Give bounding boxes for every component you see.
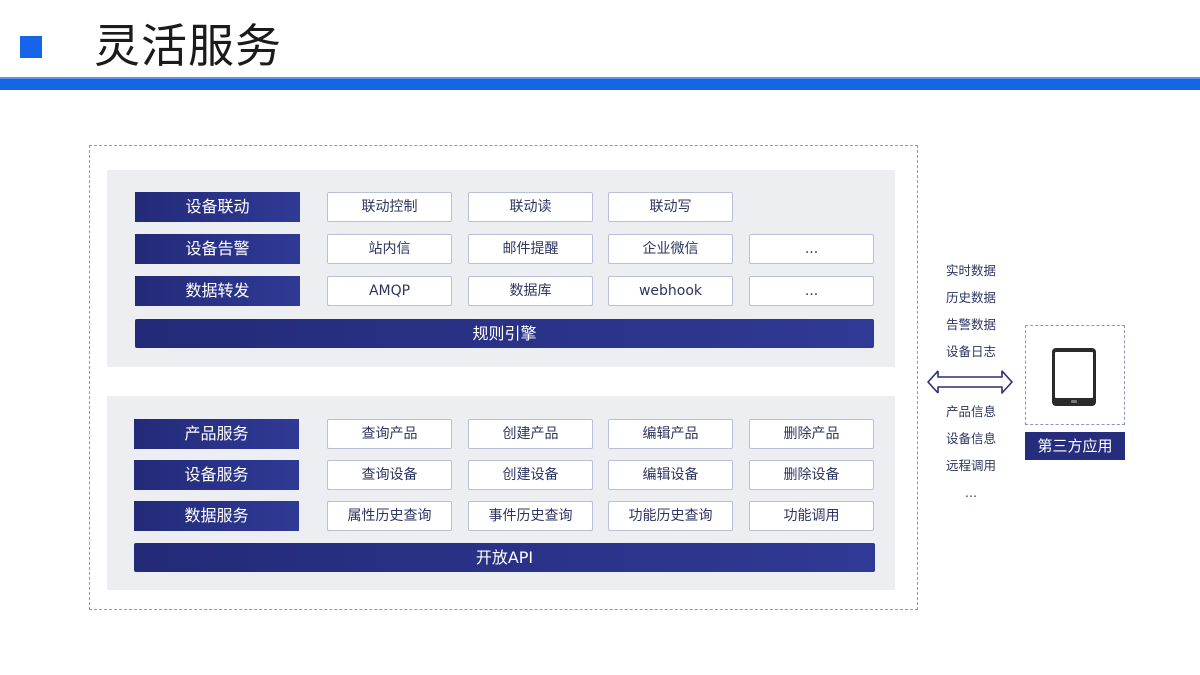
chip-linkage-read: 联动读 (468, 192, 593, 222)
side-item-more: ... (965, 485, 977, 500)
chip-event-history: 事件历史查询 (468, 501, 593, 531)
side-item-device-log: 设备日志 (945, 344, 996, 359)
tablet-screen (1055, 352, 1093, 398)
category-data-forwarding: 数据转发 (135, 276, 300, 306)
side-list-lower: 产品信息 设备信息 远程调用 ... (940, 398, 1002, 506)
chip-amqp: AMQP (327, 276, 452, 306)
title-square-icon (20, 36, 42, 58)
third-party-app-label: 第三方应用 (1025, 432, 1125, 460)
chip-site-message: 站内信 (327, 234, 452, 264)
chip-function-call: 功能调用 (749, 501, 874, 531)
rule-engine-bar: 规则引擎 (135, 319, 874, 348)
side-list-upper: 实时数据 历史数据 告警数据 设备日志 (940, 257, 1002, 365)
category-device-linkage: 设备联动 (135, 192, 300, 222)
page-title: 灵活服务 (94, 19, 282, 73)
platform-container (89, 145, 918, 610)
side-item-alarm-data: 告警数据 (945, 317, 996, 332)
chip-linkage-control: 联动控制 (327, 192, 452, 222)
side-item-history-data: 历史数据 (945, 290, 996, 305)
third-party-frame (1025, 325, 1125, 425)
side-item-product-info: 产品信息 (945, 404, 996, 419)
chip-forward-more: ... (749, 276, 874, 306)
open-api-bar: 开放API (134, 543, 875, 572)
side-item-device-info: 设备信息 (945, 431, 996, 446)
chip-wecom: 企业微信 (608, 234, 733, 264)
chip-query-device: 查询设备 (327, 460, 452, 490)
tablet-icon (1052, 348, 1096, 406)
side-item-remote-call: 远程调用 (945, 458, 996, 473)
chip-property-history: 属性历史查询 (327, 501, 452, 531)
chip-query-product: 查询产品 (327, 419, 452, 449)
tablet-home-button (1071, 400, 1077, 403)
category-data-service: 数据服务 (134, 501, 299, 531)
chip-delete-product: 删除产品 (749, 419, 874, 449)
side-item-realtime-data: 实时数据 (945, 263, 996, 278)
category-product-service: 产品服务 (134, 419, 299, 449)
chip-database: 数据库 (468, 276, 593, 306)
header-divider-bar (0, 77, 1200, 90)
chip-webhook: webhook (608, 276, 733, 306)
chip-create-product: 创建产品 (468, 419, 593, 449)
category-device-service: 设备服务 (134, 460, 299, 490)
chip-linkage-write: 联动写 (608, 192, 733, 222)
chip-edit-device: 编辑设备 (608, 460, 733, 490)
category-device-alarm: 设备告警 (135, 234, 300, 264)
chip-email-alert: 邮件提醒 (468, 234, 593, 264)
chip-edit-product: 编辑产品 (608, 419, 733, 449)
chip-alarm-more: ... (749, 234, 874, 264)
bidirectional-arrow-icon (927, 370, 1013, 394)
chip-function-history: 功能历史查询 (608, 501, 733, 531)
chip-create-device: 创建设备 (468, 460, 593, 490)
chip-delete-device: 删除设备 (749, 460, 874, 490)
